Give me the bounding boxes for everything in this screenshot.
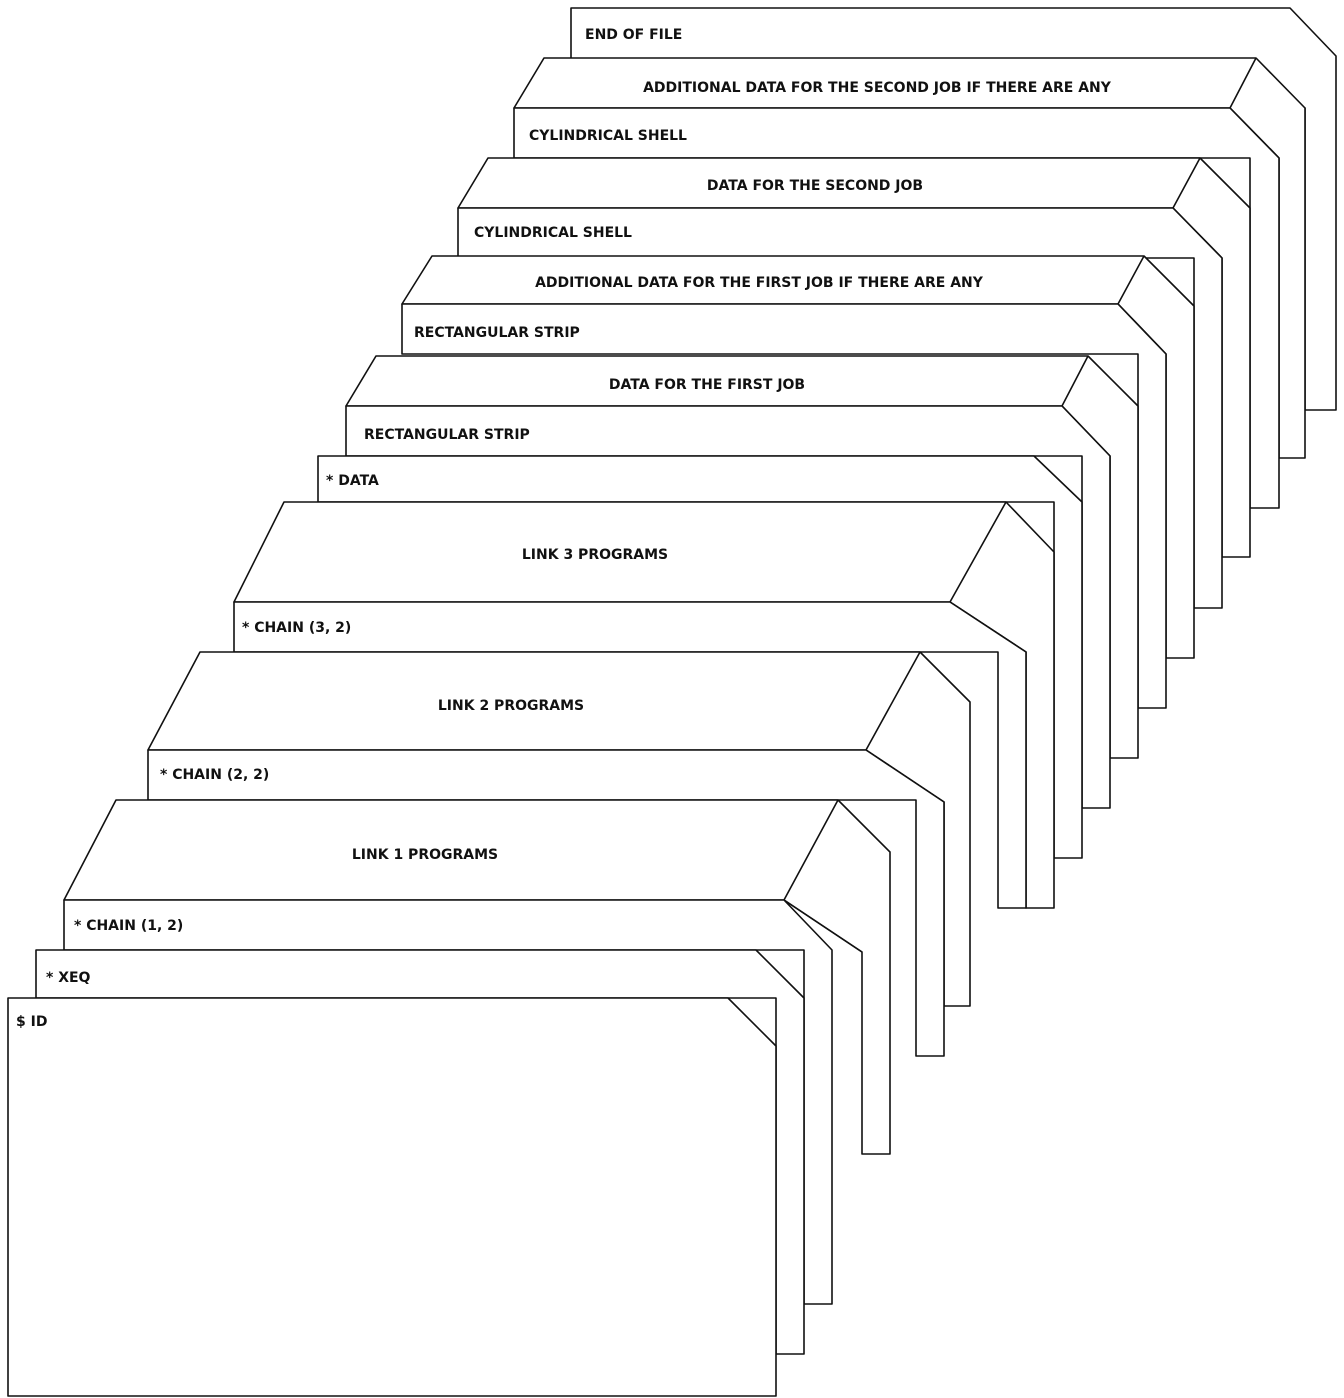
card-label: * CHAIN (2, 2) [160,767,269,783]
card-rectangular-strip-second: RECTANGULAR STRIP [401,303,1167,709]
card-label: * CHAIN (3, 2) [242,620,351,636]
card-label: DATA FOR THE SECOND JOB [707,178,923,194]
card-label: * DATA [326,473,379,489]
card-id: $ ID [7,997,777,1397]
card-label: CYLINDRICAL SHELL [474,225,632,241]
card-label: LINK 2 PROGRAMS [438,698,584,714]
card-cylindrical-shell-second: CYLINDRICAL SHELL [513,107,1280,509]
card-label: ADDITIONAL DATA FOR THE FIRST JOB IF THE… [535,275,984,291]
card-label: $ ID [16,1014,47,1030]
card-label: DATA FOR THE FIRST JOB [609,377,805,393]
card-label: * XEQ [46,970,91,986]
card-label: * CHAIN (1, 2) [74,918,183,934]
card-label: ADDITIONAL DATA FOR THE SECOND JOB IF TH… [643,80,1112,96]
card-label: RECTANGULAR STRIP [364,427,530,443]
card-label: END OF FILE [585,27,682,43]
card-label: RECTANGULAR STRIP [414,325,580,341]
card-label: LINK 3 PROGRAMS [522,547,668,563]
card-label: CYLINDRICAL SHELL [529,128,687,144]
card-label: LINK 1 PROGRAMS [352,847,498,863]
